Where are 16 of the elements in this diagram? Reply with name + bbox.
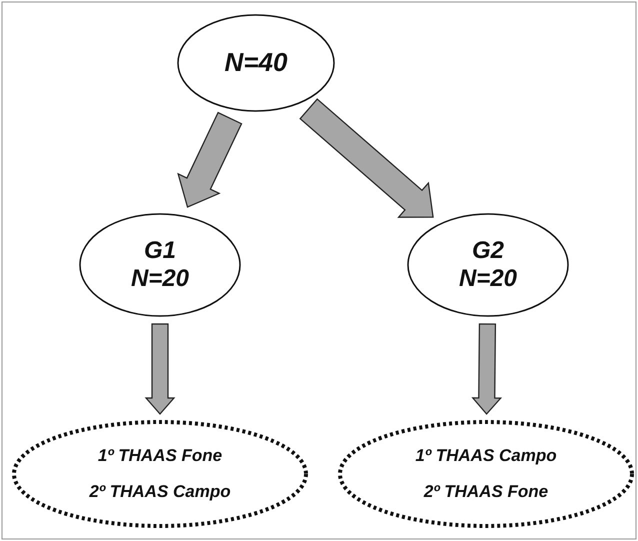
ellipse-node (176, 13, 336, 113)
block-arrow (144, 323, 176, 415)
node-text: 1º THAAS Campo (415, 446, 557, 466)
ellipse-node (78, 212, 242, 318)
block-arrow (471, 323, 502, 415)
node-text: 1º THAAS Fone (98, 446, 222, 466)
node-text: N=40 (224, 48, 288, 78)
ellipse-node (406, 212, 570, 318)
node-text: 2º THAAS Campo (89, 482, 231, 502)
dotted-ellipse-node (338, 420, 634, 528)
block-arrow (299, 98, 434, 218)
node-text: G1 N=20 (130, 237, 190, 293)
block-arrow (177, 112, 242, 208)
dotted-ellipse-node (12, 420, 308, 528)
node-text: 2º THAAS Fone (424, 482, 548, 502)
node-text: G2 N=20 (458, 237, 518, 293)
